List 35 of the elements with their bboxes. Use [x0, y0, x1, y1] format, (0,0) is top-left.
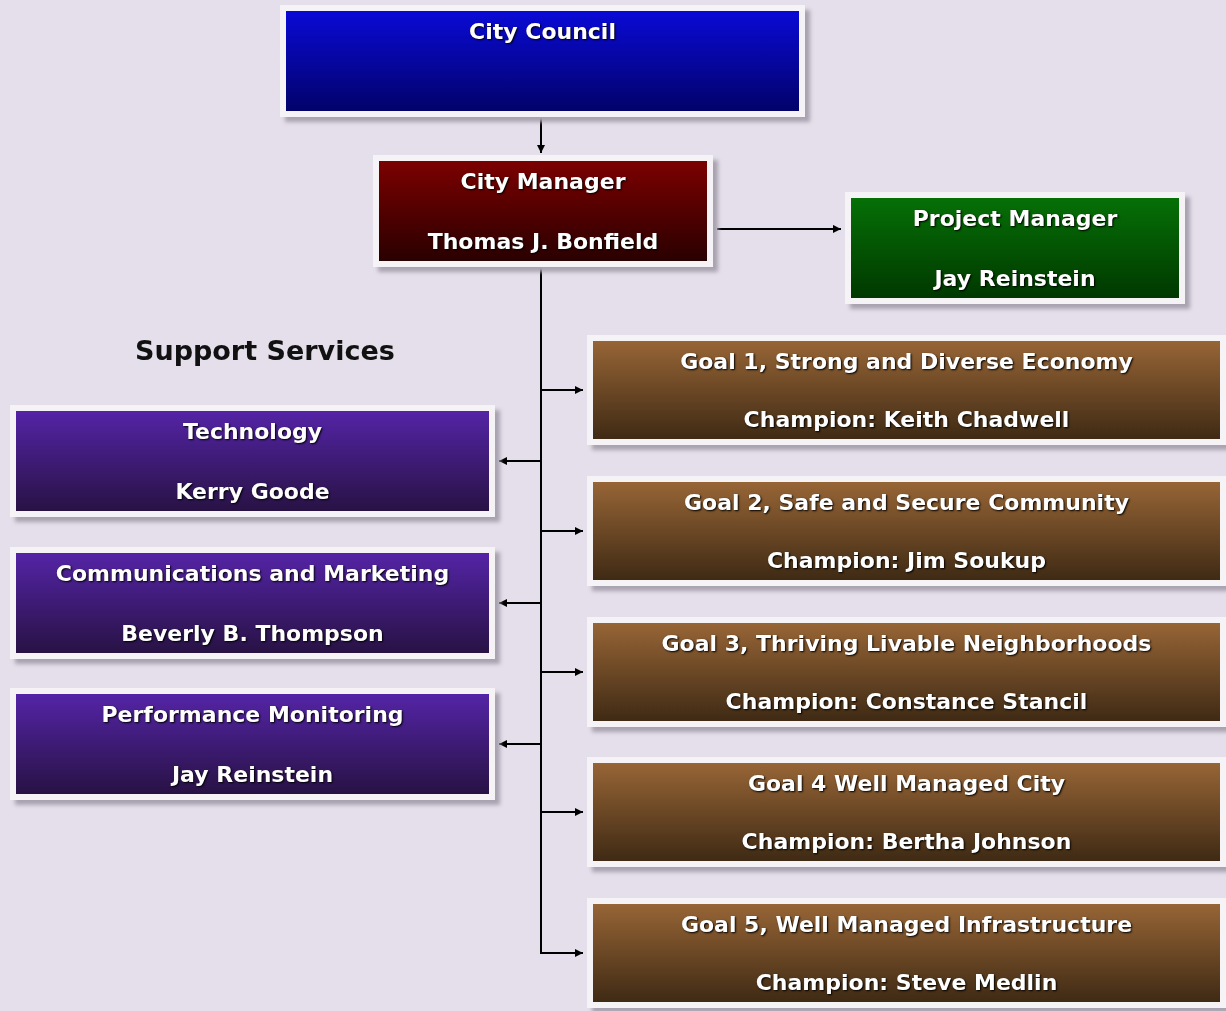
org-box — [280, 5, 805, 117]
role-title: City Council — [469, 19, 616, 45]
person-name: Champion: Jim Soukup — [766, 548, 1047, 574]
role-title: Performance Monitoring — [101, 702, 404, 728]
role-title: Goal 5, Well Managed Infrastructure — [680, 912, 1133, 938]
org-box — [845, 192, 1185, 304]
org-box — [587, 898, 1226, 1008]
person-name: Champion: Keith Chadwell — [743, 407, 1070, 433]
org-box — [373, 155, 713, 267]
role-title: City Manager — [460, 169, 626, 195]
role-title: Technology — [182, 419, 323, 445]
org-box — [587, 335, 1226, 445]
role-title: Goal 1, Strong and Diverse Economy — [680, 349, 1133, 375]
role-title: Project Manager — [912, 206, 1118, 232]
person-name: Jay Reinstein — [171, 762, 334, 788]
role-title: Goal 2, Safe and Secure Community — [684, 490, 1129, 516]
person-name: Champion: Constance Stancil — [725, 689, 1088, 715]
org-box — [10, 405, 495, 517]
role-title: Goal 4 Well Managed City — [747, 771, 1066, 797]
person-name: Jay Reinstein — [934, 266, 1096, 292]
section-heading: Support Services — [135, 335, 395, 366]
person-name: Thomas J. Bonfield — [427, 229, 659, 255]
arrow — [716, 224, 842, 233]
person-name: Champion: Bertha Johnson — [741, 829, 1072, 855]
org-box — [10, 688, 495, 800]
person-name: Kerry Goode — [175, 479, 330, 505]
role-title: Communications and Marketing — [55, 561, 450, 587]
role-title: Goal 3, Thriving Livable Neighborhoods — [661, 631, 1152, 657]
person-name: Champion: Steve Medlin — [755, 970, 1058, 996]
org-box — [10, 547, 495, 659]
org-box — [587, 617, 1226, 727]
org-box — [587, 757, 1226, 867]
person-name: Beverly B. Thompson — [121, 621, 384, 647]
arrow — [537, 116, 545, 154]
org-box — [587, 476, 1226, 586]
